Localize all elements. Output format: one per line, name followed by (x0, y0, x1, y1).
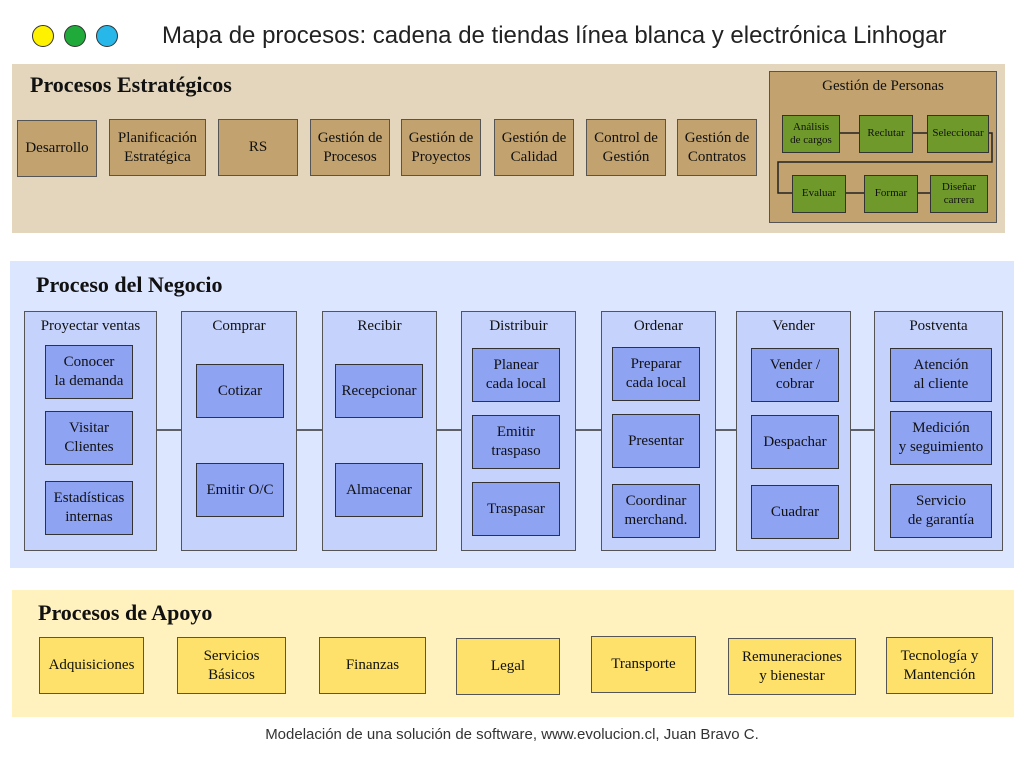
support-adquisiciones[interactable]: Adquisiciones (39, 637, 144, 694)
process-emitir-oc[interactable]: Emitir O/C (196, 463, 284, 517)
support-transporte[interactable]: Transporte (591, 636, 696, 693)
cyan-dot-icon (96, 25, 118, 47)
process-planear-local[interactable]: Planear cada local (472, 348, 560, 402)
process-visitar-clientes[interactable]: Visitar Clientes (45, 411, 133, 465)
strategic-item-gestion-calidad[interactable]: Gestión de Calidad (494, 119, 574, 176)
personas-seleccionar[interactable]: Seleccionar (927, 115, 989, 153)
strategic-item-gestion-procesos[interactable]: Gestión de Procesos (310, 119, 390, 176)
green-dot-icon (64, 25, 86, 47)
support-tecnologia[interactable]: Tecnología y Mantención (886, 637, 993, 694)
process-despachar[interactable]: Despachar (751, 415, 839, 469)
strategic-item-planificacion[interactable]: Planificación Estratégica (109, 119, 206, 176)
strategic-item-control-gestion[interactable]: Control de Gestión (586, 119, 666, 176)
column-title: Postventa (909, 318, 968, 334)
process-conocer-demanda[interactable]: Conocer la demanda (45, 345, 133, 399)
yellow-dot-icon (32, 25, 54, 47)
process-almacenar[interactable]: Almacenar (335, 463, 423, 517)
strategic-item-gestion-proyectos[interactable]: Gestión de Proyectos (401, 119, 481, 176)
personas-title: Gestión de Personas (822, 78, 944, 94)
personas-analisis-cargos[interactable]: Análisis de cargos (782, 115, 840, 153)
personas-evaluar[interactable]: Evaluar (792, 175, 846, 213)
process-vender-cobrar[interactable]: Vender / cobrar (751, 348, 839, 402)
process-medicion-seguimiento[interactable]: Medición y seguimiento (890, 411, 992, 465)
column-title: Vender (772, 318, 815, 334)
process-cuadrar[interactable]: Cuadrar (751, 485, 839, 539)
page-title: Mapa de procesos: cadena de tiendas líne… (162, 22, 947, 49)
support-servicios-basicos[interactable]: Servicios Básicos (177, 637, 286, 694)
strategic-title: Procesos Estratégicos (30, 72, 232, 97)
process-traspasar[interactable]: Traspasar (472, 482, 560, 536)
process-preparar-local[interactable]: Preparar cada local (612, 347, 700, 401)
support-title: Procesos de Apoyo (38, 600, 213, 625)
strategic-item-rs[interactable]: RS (218, 119, 298, 176)
process-servicio-garantia[interactable]: Servicio de garantía (890, 484, 992, 538)
column-title: Proyectar ventas (40, 318, 141, 334)
personas-disenar-carrera[interactable]: Diseñar carrera (930, 175, 988, 213)
process-estadisticas-internas[interactable]: Estadísticas internas (45, 481, 133, 535)
column-title: Ordenar (633, 318, 684, 334)
footer-credit: Modelación de una solución de software, … (265, 726, 759, 743)
business-title: Proceso del Negocio (36, 272, 223, 297)
process-cotizar[interactable]: Cotizar (196, 364, 284, 418)
column-title: Distribuir (489, 318, 548, 334)
personas-formar[interactable]: Formar (864, 175, 918, 213)
support-remuneraciones[interactable]: Remuneraciones y bienestar (728, 638, 856, 695)
strategic-item-desarrollo[interactable]: Desarrollo (17, 120, 97, 177)
process-atencion-cliente[interactable]: Atención al cliente (890, 348, 992, 402)
personas-reclutar[interactable]: Reclutar (859, 115, 913, 153)
column-title: Recibir (357, 318, 402, 334)
support-legal[interactable]: Legal (456, 638, 560, 695)
process-presentar[interactable]: Presentar (612, 414, 700, 468)
process-coordinar-merchand[interactable]: Coordinar merchand. (612, 484, 700, 538)
column-title: Comprar (212, 318, 266, 334)
support-finanzas[interactable]: Finanzas (319, 637, 426, 694)
strategic-item-gestion-contratos[interactable]: Gestión de Contratos (677, 119, 757, 176)
process-recepcionar[interactable]: Recepcionar (335, 364, 423, 418)
process-emitir-traspaso[interactable]: Emitir traspaso (472, 415, 560, 469)
